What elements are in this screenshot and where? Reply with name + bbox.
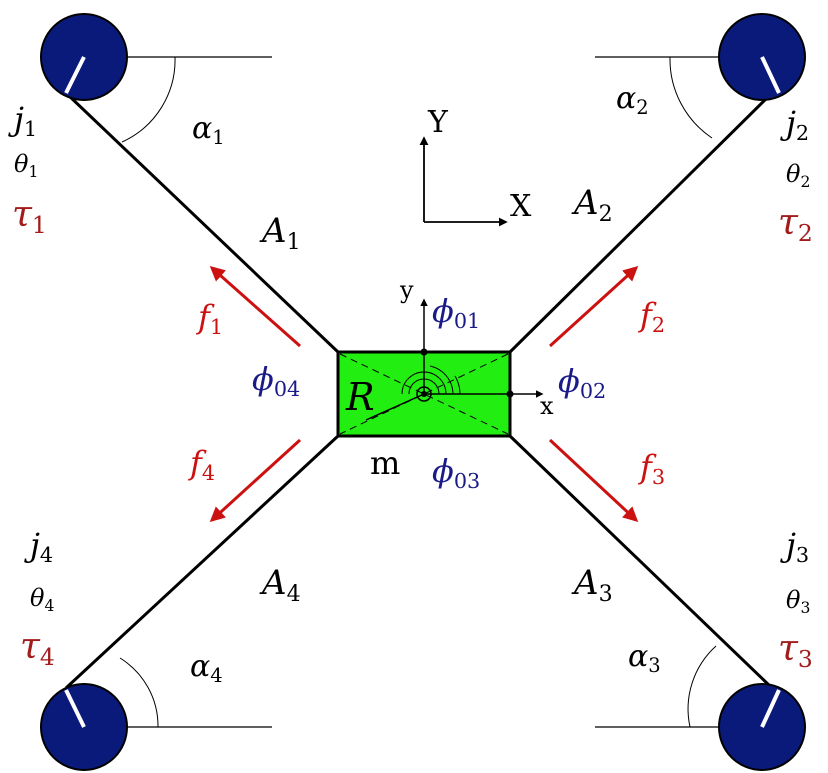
pulley-spoke (64, 689, 86, 728)
global-y-label: Y (427, 105, 449, 140)
pulley-4 (40, 683, 128, 771)
alpha-label-3: α3 (628, 639, 661, 677)
joint-label-2: j2 (780, 104, 809, 145)
cable-3 (508, 434, 774, 690)
radius-line (365, 393, 425, 421)
cable-label-3: A3 (571, 563, 613, 607)
joint-label-1: j1 (8, 100, 37, 141)
attach-angle-label-3: ϕ03 (432, 452, 480, 493)
cable-label-2: A2 (571, 183, 613, 227)
attach-angle-label-1: ϕ01 (432, 292, 480, 333)
attach-angle-label-4: ϕ04 (252, 360, 300, 401)
alpha-label-1: α1 (192, 111, 225, 149)
alpha-arc-4 (119, 657, 159, 728)
pulley-spoke (760, 56, 781, 94)
alpha-label-4: α4 (190, 649, 223, 687)
alpha-arc-3 (687, 645, 717, 728)
pulley-3 (718, 683, 806, 771)
theta-label-3: θ3 (786, 586, 810, 617)
alpha-label-2: α2 (616, 81, 649, 119)
cable-1 (64, 91, 340, 354)
joint-label-4: j4 (24, 526, 53, 567)
force-label-2: f2 (638, 296, 665, 337)
pulley-spoke (760, 689, 781, 728)
theta-label-2: θ2 (786, 160, 810, 191)
theta-label-1: θ1 (14, 150, 38, 181)
theta-label-4: θ4 (30, 584, 54, 615)
alpha-arc-2 (669, 56, 713, 139)
attach-angle-label-2: ϕ02 (558, 362, 606, 403)
torque-label-3: τ3 (778, 628, 813, 673)
torque-label-2: τ2 (778, 202, 813, 247)
pulley-1 (40, 13, 128, 101)
mass-label: m (370, 444, 400, 482)
pulley-2 (718, 13, 806, 101)
force-arrow-2 (548, 265, 639, 348)
pulley-spoke (64, 56, 86, 94)
force-label-3: f3 (638, 448, 665, 489)
force-arrow-1 (209, 266, 301, 348)
force-arrow-3 (548, 438, 639, 523)
force-arrow-4 (209, 438, 302, 523)
global-x-label: X (510, 189, 532, 224)
radius-label: R (345, 375, 375, 419)
cable-4 (64, 434, 340, 690)
cable-label-1: A1 (259, 211, 301, 255)
torque-label-1: τ1 (12, 194, 47, 239)
joint-label-3: j3 (780, 526, 809, 567)
torque-label-4: τ4 (20, 626, 55, 671)
local-x-label: x (540, 392, 554, 420)
force-label-4: f4 (188, 444, 215, 485)
attach-angle-arc-3 (429, 365, 454, 395)
cable-label-4: A4 (259, 563, 301, 607)
alpha-arc-1 (121, 56, 176, 143)
force-label-1: f1 (196, 298, 223, 339)
cable-2 (508, 91, 774, 354)
local-y-label: y (399, 276, 414, 304)
